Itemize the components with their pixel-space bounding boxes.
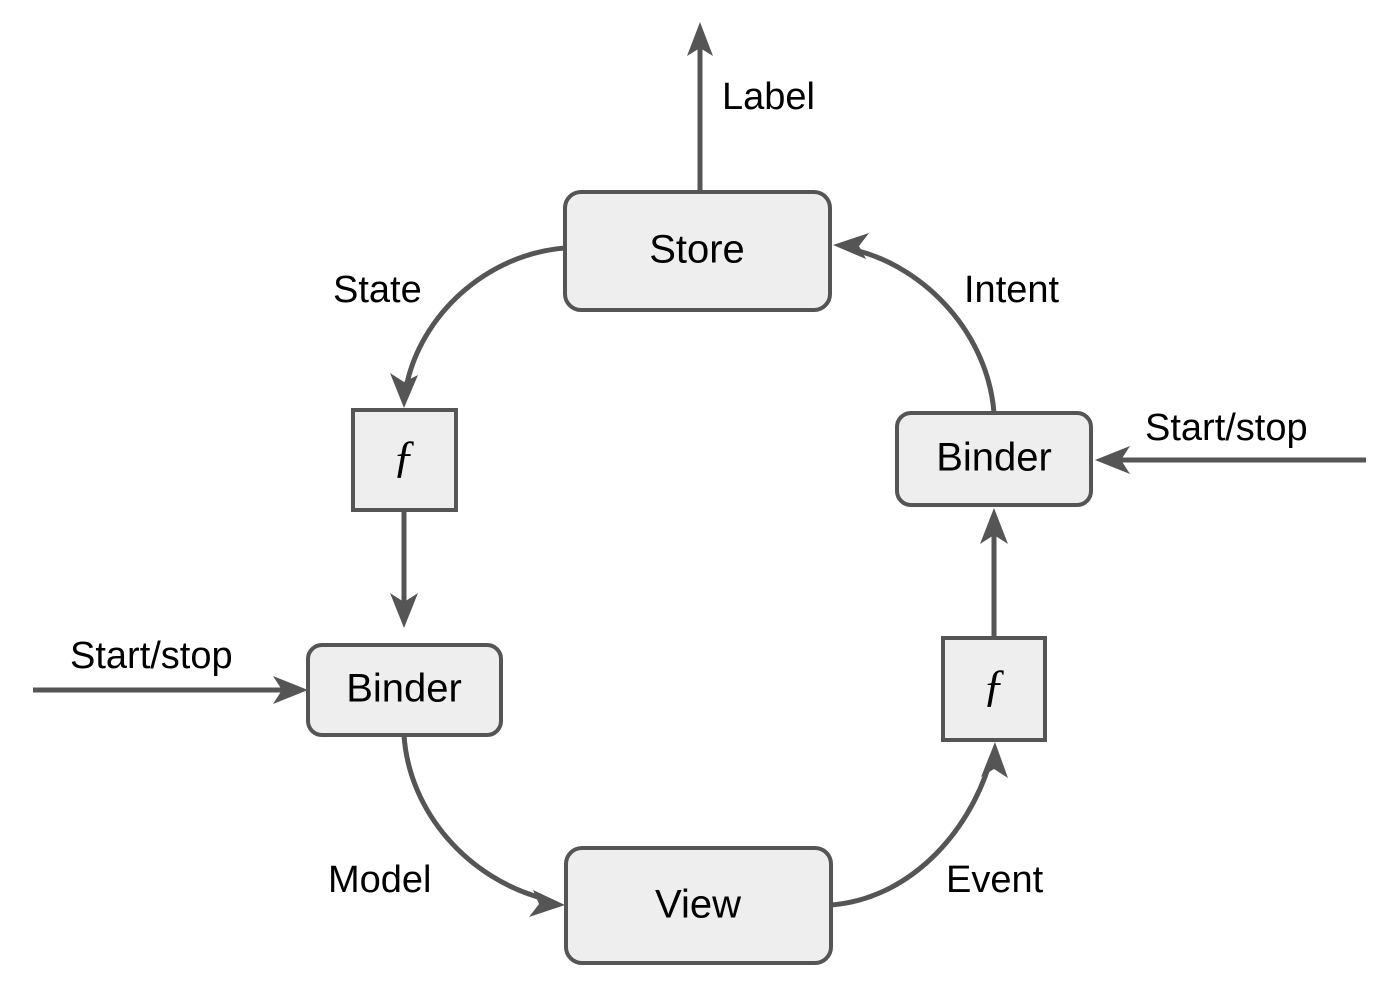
node-binder-right-label: Binder [936, 436, 1052, 480]
node-f-right[interactable]: ƒ [941, 636, 1047, 742]
node-f-left-shape[interactable] [351, 408, 458, 512]
node-f-left-label: ƒ [393, 431, 416, 482]
edge-label-text-label-out: Label [722, 76, 815, 118]
edge-label-text-event: Event [946, 859, 1044, 901]
edge-state-line [403, 245, 566, 389]
edge-event-arrowhead [981, 742, 1008, 778]
edge-f-left-to-binder-arrowhead [390, 593, 418, 628]
node-store[interactable]: Store [563, 190, 832, 312]
node-f-left[interactable]: ƒ [351, 408, 458, 512]
edge-label-text-start-stop-right: Start/stop [1145, 407, 1308, 449]
edge-event [830, 742, 1008, 908]
node-view-label: View [655, 883, 741, 927]
node-binder-left[interactable]: Binder [306, 643, 503, 737]
edge-start-stop-right [1095, 446, 1366, 474]
edge-state [390, 245, 566, 408]
edge-f-right-to-binder [980, 508, 1008, 638]
edge-start-stop-left-arrowhead [273, 676, 308, 704]
edge-label-text-model: Model [328, 859, 432, 901]
edge-label-text-state: State [333, 269, 422, 311]
edge-f-right-to-binder-arrowhead [980, 508, 1008, 544]
edge-intent-arrowhead [833, 233, 869, 259]
edge-model [401, 734, 565, 917]
node-view-shape[interactable] [564, 846, 833, 965]
node-f-right-shape[interactable] [941, 636, 1047, 742]
node-binder-right[interactable]: Binder [895, 411, 1093, 507]
edge-start-stop-left [33, 676, 308, 704]
node-store-label: Store [649, 228, 745, 272]
edge-start-stop-right-arrowhead [1095, 446, 1130, 474]
edge-label-out-arrowhead [687, 22, 713, 56]
node-view[interactable]: View [564, 846, 833, 965]
edge-f-left-to-binder [390, 510, 418, 628]
edge-label-out [687, 22, 713, 192]
node-binder-left-shape[interactable] [306, 643, 503, 737]
edge-intent [833, 233, 997, 414]
node-f-right-label: ƒ [983, 660, 1006, 711]
node-binder-right-shape[interactable] [895, 411, 1093, 507]
edge-state-arrowhead [390, 373, 418, 408]
edge-model-line [401, 734, 546, 902]
edge-label-text-start-stop-left: Start/stop [70, 635, 233, 677]
edge-model-arrowhead [529, 890, 565, 917]
edge-event-line [830, 761, 993, 908]
node-store-shape[interactable] [563, 190, 832, 312]
node-binder-left-label: Binder [346, 667, 462, 711]
edge-intent-line [854, 247, 997, 414]
edge-label-text-intent: Intent [964, 269, 1060, 311]
